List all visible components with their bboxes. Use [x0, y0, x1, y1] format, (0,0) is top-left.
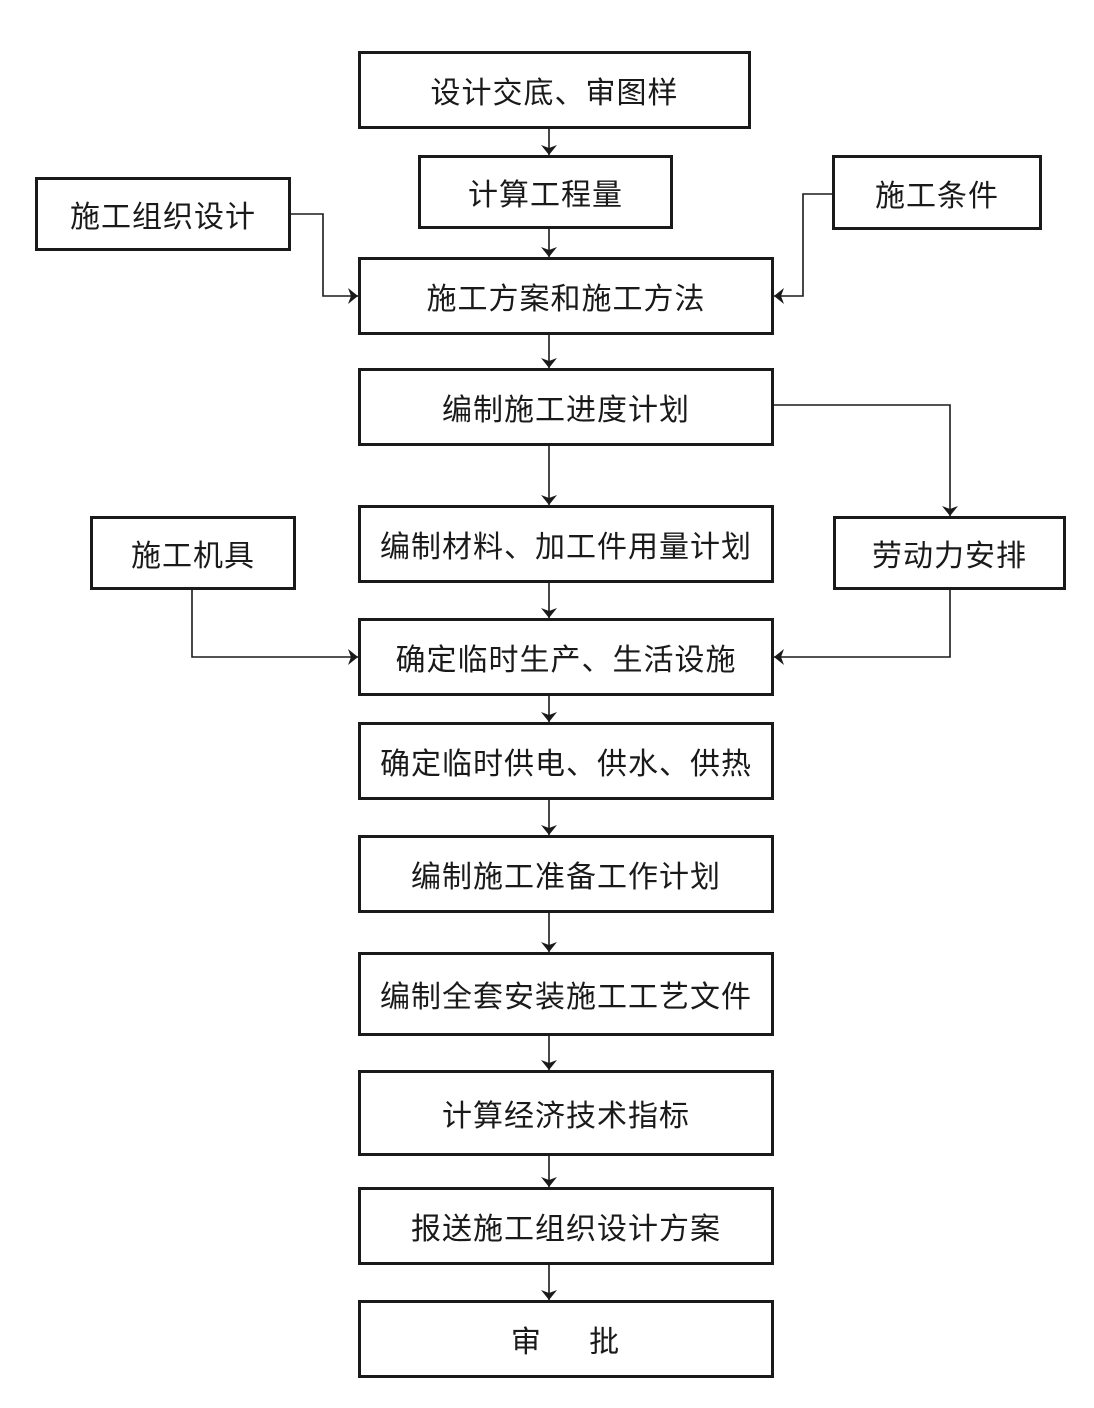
node-label: 确定临时供电、供水、供热 — [380, 747, 752, 782]
node-label: 编制施工准备工作计划 — [411, 860, 721, 895]
node-label: 施工机具 — [131, 539, 255, 574]
node-temp-facilities: 确定临时生产、生活设施 — [358, 618, 774, 696]
arrow-labor-to-facilities — [774, 590, 951, 665]
node-prep-plan: 编制施工准备工作计划 — [358, 835, 774, 913]
node-scheme-method: 施工方案和施工方法 — [358, 257, 774, 335]
node-label: 劳动力安排 — [872, 539, 1027, 574]
node-approve: 审 批 — [358, 1300, 774, 1378]
arrow-schedule-to-labor — [774, 404, 958, 516]
node-machinery: 施工机具 — [90, 516, 296, 590]
node-label: 报送施工组织设计方案 — [411, 1212, 721, 1247]
node-label: 审 批 — [510, 1325, 622, 1360]
node-process-docs: 编制全套安装施工工艺文件 — [358, 952, 774, 1036]
node-label: 设计交底、审图样 — [430, 76, 679, 111]
node-label: 计算工程量 — [468, 178, 623, 213]
node-submit: 报送施工组织设计方案 — [358, 1187, 774, 1265]
node-label: 施工条件 — [875, 178, 999, 214]
node-label: 编制全套安装施工工艺文件 — [380, 980, 752, 1015]
node-quantities: 计算工程量 — [418, 155, 673, 229]
node-org-design: 施工组织设计 — [35, 177, 291, 251]
node-materials-plan: 编制材料、加工件用量计划 — [358, 505, 774, 583]
node-label: 编制施工进度计划 — [442, 393, 690, 428]
node-label: 施工方案和施工方法 — [426, 282, 706, 317]
arrow-org-design-to-scheme — [291, 213, 358, 304]
node-label: 施工组织设计 — [70, 200, 256, 235]
node-utilities: 确定临时供电、供水、供热 — [358, 722, 774, 800]
node-label: 确定临时生产、生活设施 — [395, 643, 737, 678]
node-design-disclosure: 设计交底、审图样 — [358, 51, 751, 129]
arrow-machinery-to-facilities — [191, 590, 358, 665]
node-schedule: 编制施工进度计划 — [358, 368, 774, 446]
node-labor: 劳动力安排 — [833, 516, 1066, 590]
node-conditions: 施工条件 — [832, 155, 1042, 230]
node-econ-indicators: 计算经济技术指标 — [358, 1070, 774, 1156]
node-label: 计算经济技术指标 — [442, 1099, 690, 1134]
arrow-conditions-to-scheme — [774, 193, 832, 304]
node-label: 编制材料、加工件用量计划 — [380, 530, 752, 565]
